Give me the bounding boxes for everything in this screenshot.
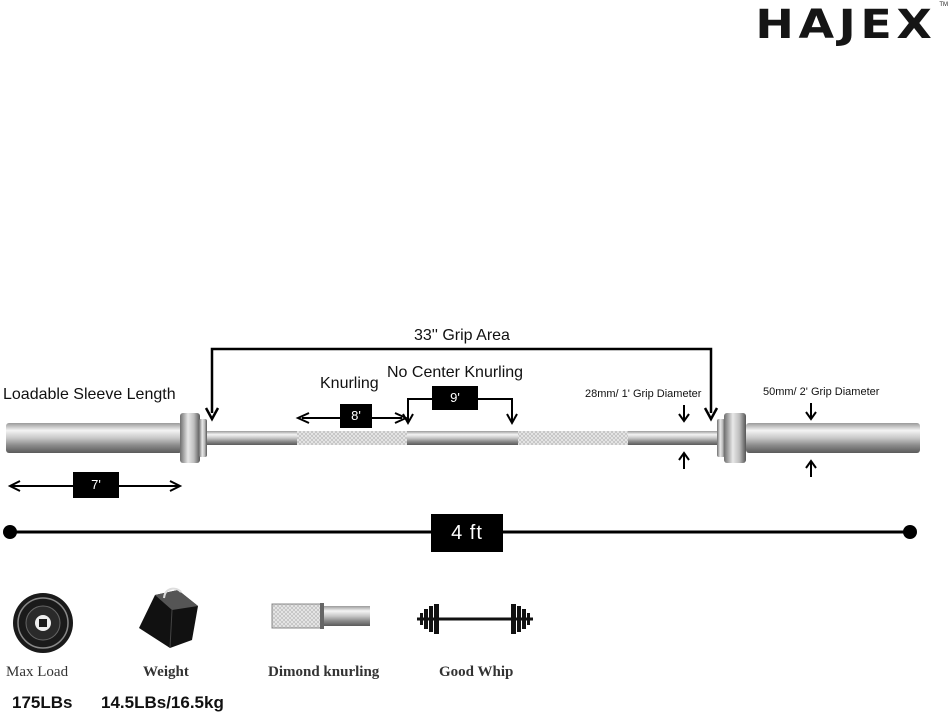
grip-diameter-arrows [678, 405, 690, 469]
total-length-tag: 4 ft [431, 514, 503, 552]
bar-shaft [207, 431, 717, 445]
no-center-knurling-label: No Center Knurling [387, 364, 524, 381]
center-length-tag: 9' [432, 386, 478, 410]
grip-diameter-label: 28mm/ 1' Grip Diameter [585, 388, 702, 400]
knurling-label: Knurling [320, 375, 379, 392]
knurling-length-tag: 8' [340, 404, 372, 428]
feature-title-whip: Good Whip [439, 664, 514, 680]
sleeve-length-tag: 7' [73, 472, 119, 498]
weight-plate-icon [13, 593, 73, 653]
feature-title-weight: Weight [143, 664, 189, 680]
grip-area-bracket [204, 347, 719, 422]
right-sleeve [717, 413, 920, 463]
feature-value-max-load: 175LBs [12, 693, 73, 712]
barbell-icon [417, 604, 533, 634]
feature-title-knurling: Dimond knurling [268, 664, 380, 680]
sleeve-length-label: Loadable Sleeve Length [3, 386, 176, 403]
feature-value-weight: 14.5LBs/16.5kg [101, 693, 224, 712]
feature-title-max-load: Max Load [6, 664, 69, 680]
grip-area-label: 33'' Grip Area [414, 327, 510, 344]
kettle-weight-icon [139, 587, 198, 649]
left-sleeve [6, 413, 207, 463]
sleeve-diameter-arrows [805, 403, 817, 477]
brand-logo: HAJEX [754, 2, 936, 48]
trademark-mark: TM [939, 2, 948, 8]
sleeve-diameter-label: 50mm/ 2' Grip Diameter [763, 386, 880, 398]
knurled-bar-icon [271, 603, 370, 629]
